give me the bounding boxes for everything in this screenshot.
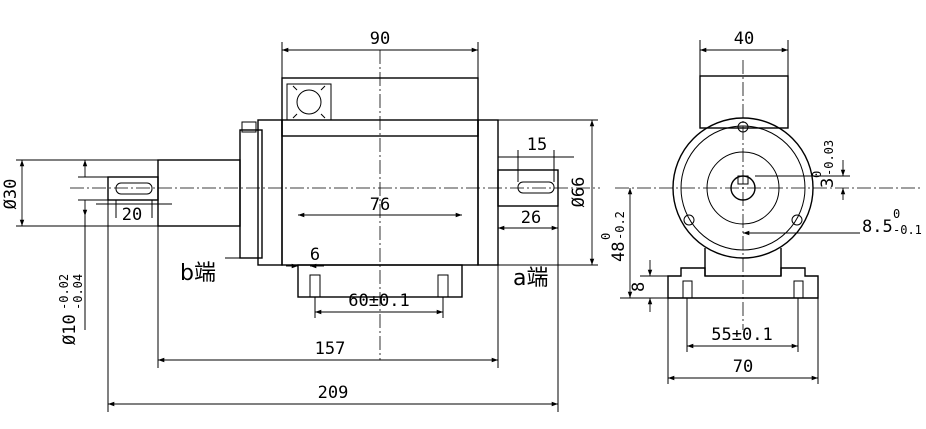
dim-48-label: 48	[609, 242, 629, 262]
dim-6-label: 6	[310, 245, 320, 265]
end-flange-outer	[672, 117, 814, 259]
dim-3-upper: 0	[810, 171, 824, 178]
dim-60-label: 60±0.1	[348, 291, 409, 311]
base-hole-right	[437, 274, 449, 298]
dim-55-label: 55±0.1	[711, 325, 772, 345]
end-terminal-box	[699, 75, 789, 129]
end-bolt-top	[737, 121, 749, 133]
right-shaft	[497, 169, 559, 207]
dim-3-lower: -0.03	[822, 140, 836, 176]
dim-20-label: 20	[122, 205, 142, 225]
dim-10-upper: -0.02	[57, 274, 71, 310]
dim-3-label: 3	[818, 178, 838, 188]
dim-26-label: 26	[521, 208, 541, 228]
dim-30-label: Ø30	[1, 179, 21, 210]
connector-icon	[286, 83, 332, 121]
dim-157-label: 157	[315, 339, 346, 359]
dim-48-upper: 0	[599, 233, 613, 240]
dim-8-label: 8	[629, 282, 649, 292]
dim-70-label: 70	[733, 357, 753, 377]
dim-15-label: 15	[527, 135, 547, 155]
end-base-hole-left	[682, 280, 693, 299]
dim-66-label: Ø66	[569, 177, 589, 208]
end-shaft-key	[737, 175, 749, 185]
side-view: 90 76 6 60±0.1 15 26 Ø66 20	[1, 29, 600, 412]
a-end-label: a端	[513, 266, 548, 291]
left-keyway	[115, 182, 153, 195]
dim-10-lower: -0.04	[71, 274, 85, 310]
dim-8-5-upper: 0	[893, 207, 900, 221]
end-hub	[706, 151, 780, 225]
b-end-label: b端	[180, 261, 216, 286]
end-bolt-right	[791, 214, 803, 226]
right-end-cap	[477, 119, 499, 266]
end-view: 40 3 0 -0.03 8.5 0 -0.1 48 0 -0.2 8 55±0…	[599, 29, 922, 384]
dim-10-label: Ø10	[60, 314, 80, 345]
dim-90-label: 90	[370, 29, 390, 49]
end-base-hole-right	[793, 280, 804, 299]
base-hole-left	[309, 274, 321, 298]
dim-8-5-label: 8.5	[862, 217, 893, 237]
motor-base	[297, 264, 463, 298]
left-shaft	[107, 176, 159, 201]
left-flange	[239, 129, 263, 259]
end-flange-inner	[680, 125, 806, 251]
dim-76-label: 76	[370, 195, 390, 215]
dim-40-label: 40	[734, 29, 754, 49]
left-bolt	[241, 121, 257, 133]
dim-209-label: 209	[318, 383, 349, 403]
dim-8-5-lower: -0.1	[893, 223, 922, 237]
dim-48-lower: -0.2	[613, 211, 627, 240]
right-keyway	[517, 181, 555, 194]
left-housing	[157, 159, 241, 227]
left-end-cap	[257, 119, 283, 266]
end-bolt-left	[683, 214, 695, 226]
